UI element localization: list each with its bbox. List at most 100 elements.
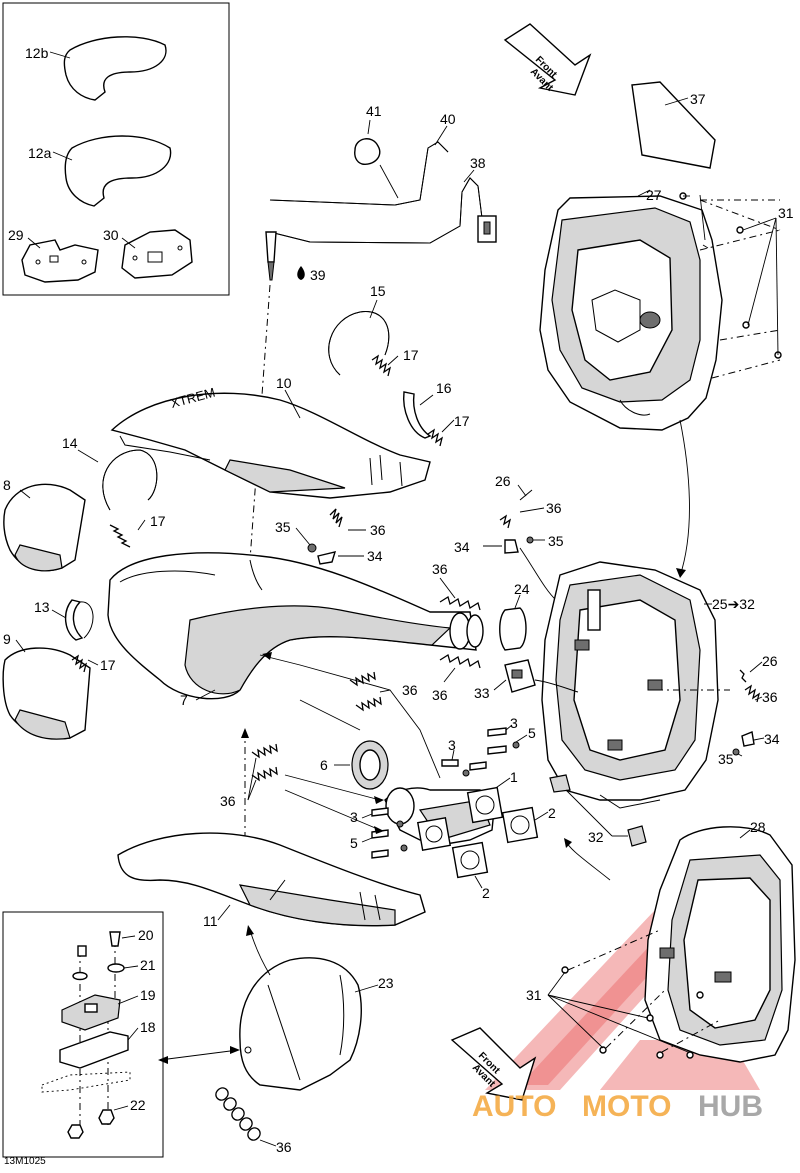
label-5-b: 5 — [350, 835, 358, 851]
label-17-b: 17 — [454, 413, 470, 429]
part-17-spring-c — [109, 524, 131, 548]
part-23-heat-shield — [239, 957, 362, 1091]
part-15-clamp — [328, 311, 390, 376]
part-36-spring-a — [329, 508, 481, 669]
label-33: 33 — [474, 685, 490, 701]
label-6: 6 — [320, 757, 328, 773]
part-17-spring-b — [427, 428, 444, 447]
watermark-hub: HUB — [698, 1090, 763, 1123]
part-12b-heat-shield — [63, 36, 167, 101]
part-17-spring-d — [71, 654, 88, 673]
part-30-pad — [121, 229, 193, 279]
label-19: 19 — [140, 987, 156, 1003]
part-24-sleeve — [499, 607, 527, 651]
label-12b: 12b — [25, 45, 49, 61]
front-arrow-top — [503, 23, 592, 96]
part-26-spring-b — [739, 669, 761, 703]
part-7-tuned-pipe — [107, 552, 484, 700]
label-36-c: 36 — [432, 561, 448, 577]
label-17-c: 17 — [150, 513, 166, 529]
watermark-auto: AUTO — [472, 1090, 556, 1123]
label-35-c: 35 — [718, 751, 734, 767]
part-27-muffler-box — [539, 195, 723, 431]
part-12a-heat-shield — [64, 135, 172, 207]
part-14-clamp — [102, 449, 158, 511]
label-38: 38 — [470, 155, 486, 171]
label-36-d: 36 — [432, 687, 448, 703]
part-29-pad — [21, 239, 99, 283]
label-2-b: 2 — [482, 885, 490, 901]
label-32: 32 — [588, 829, 604, 845]
label-12a: 12a — [28, 145, 52, 161]
watermark-moto: MOTO — [582, 1090, 671, 1123]
label-26-b: 26 — [762, 653, 778, 669]
part-9-elbow-shield — [2, 647, 91, 740]
label-26-a: 26 — [495, 473, 511, 489]
inset-heat-shields — [2, 2, 230, 296]
label-3-c: 3 — [350, 809, 358, 825]
label-17-d: 17 — [100, 657, 116, 673]
part-41-clamp — [354, 138, 381, 165]
label-35-a: 35 — [275, 519, 291, 535]
part-26-spring-hook — [499, 489, 533, 529]
label-10: 10 — [276, 375, 292, 391]
label-8: 8 — [3, 477, 11, 493]
label-30: 30 — [103, 227, 119, 243]
label-36-h: 36 — [276, 1139, 292, 1155]
label-24: 24 — [514, 581, 530, 597]
label-36-a: 36 — [370, 522, 386, 538]
watermark-text: AUTO MOTO HUB — [472, 1090, 763, 1123]
inset-mount-hardware — [2, 911, 164, 1158]
label-14: 14 — [62, 435, 78, 451]
label-11: 11 — [203, 913, 218, 929]
part-2-flanges — [416, 786, 539, 879]
label-5-a: 5 — [528, 725, 536, 741]
part-37-cover — [631, 81, 716, 169]
label-39: 39 — [310, 267, 326, 283]
label-29: 29 — [8, 227, 24, 243]
label-37: 37 — [690, 91, 706, 107]
part-17-spring-a — [371, 354, 392, 377]
part-11-pipe-shield — [117, 832, 426, 927]
part-25-muffler — [541, 561, 719, 809]
part-6-gasket — [351, 740, 389, 790]
label-41: 41 — [366, 103, 382, 119]
drop-icon — [297, 266, 305, 280]
label-40: 40 — [440, 111, 456, 127]
label-31-bottom: 31 — [526, 987, 542, 1003]
label-9: 9 — [3, 631, 11, 647]
label-3-a: 3 — [510, 715, 518, 731]
label-16: 16 — [436, 380, 452, 396]
front-arrow-bottom — [450, 1027, 537, 1101]
label-3-b: 3 — [448, 737, 456, 753]
part-8-elbow-shield — [3, 483, 86, 572]
part-13-clamp — [65, 599, 94, 641]
label-25: 25➔32 — [712, 596, 755, 612]
label-36-b: 36 — [546, 500, 562, 516]
label-17-a: 17 — [403, 347, 419, 363]
label-15: 15 — [370, 283, 386, 299]
label-22: 22 — [130, 1097, 146, 1113]
label-18: 18 — [140, 1019, 156, 1035]
part-33-connector — [504, 659, 579, 693]
label-7: 7 — [180, 692, 188, 708]
part-36-springs-mid — [251, 671, 382, 782]
label-21: 21 — [140, 957, 156, 973]
label-36-e: 36 — [402, 682, 418, 698]
part-16-clamp — [403, 391, 432, 439]
part-10-upper-cover — [110, 392, 431, 499]
part-40-38-cables — [265, 141, 497, 281]
label-2-a: 2 — [548, 805, 556, 821]
label-31-top: 31 — [778, 205, 794, 221]
label-36-f: 36 — [762, 689, 778, 705]
label-34-a: 34 — [367, 548, 383, 564]
hardware-stack — [41, 931, 131, 1139]
label-28: 28 — [750, 819, 766, 835]
label-1: 1 — [510, 769, 518, 785]
label-36-g: 36 — [220, 793, 236, 809]
part-36-spring-bottom — [215, 1087, 261, 1141]
diagram-code: 13M1025 — [4, 1156, 46, 1167]
label-20: 20 — [138, 927, 154, 943]
